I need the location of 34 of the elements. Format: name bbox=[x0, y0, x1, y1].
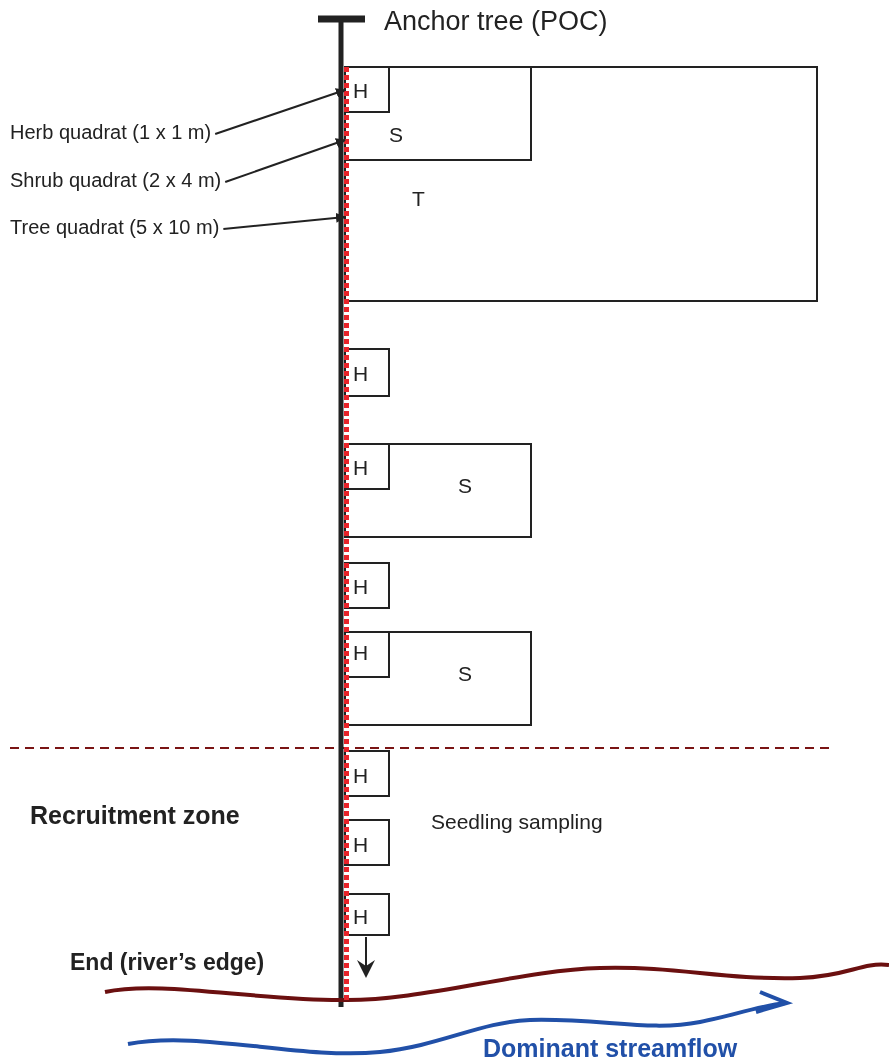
quadrat-letter: H bbox=[353, 765, 369, 786]
streamflow-label: Dominant streamflow bbox=[483, 1036, 738, 1061]
quadrat-letter: H bbox=[353, 80, 369, 101]
quadrat-letter: H bbox=[353, 363, 369, 384]
quadrat-letter: H bbox=[353, 457, 369, 478]
tree-quadrat-box bbox=[344, 66, 818, 302]
quadrat-letter: H bbox=[353, 576, 369, 597]
area-label: Seedling sampling bbox=[431, 811, 603, 832]
quadrat-label: Tree quadrat (5 x 10 m) bbox=[10, 217, 220, 237]
shrub-quadrat-box bbox=[344, 443, 532, 538]
zone-label: Recruitment zone bbox=[30, 803, 240, 828]
herb-quadrat-box bbox=[344, 443, 390, 490]
quadrat-letter: S bbox=[389, 124, 403, 145]
quadrat-letter: H bbox=[353, 834, 369, 855]
quadrat-letter: S bbox=[458, 475, 472, 496]
leader-line bbox=[214, 88, 346, 135]
herb-quadrat-box bbox=[344, 893, 390, 936]
end-label: End (river’s edge) bbox=[70, 951, 265, 974]
quadrat-letter: H bbox=[353, 906, 369, 927]
quadrat-label: Herb quadrat (1 x 1 m) bbox=[10, 122, 212, 142]
quadrat-letter: T bbox=[412, 188, 425, 209]
leader-line bbox=[222, 212, 346, 230]
quadrat-letter: H bbox=[353, 642, 369, 663]
quadrat-label: Shrub quadrat (2 x 4 m) bbox=[10, 170, 222, 190]
shrub-quadrat-box bbox=[344, 66, 532, 161]
herb-quadrat-box bbox=[344, 750, 390, 797]
herb-quadrat-box bbox=[344, 66, 390, 113]
herb-quadrat-box bbox=[344, 562, 390, 609]
herb-quadrat-box bbox=[344, 819, 390, 866]
shrub-quadrat-box bbox=[344, 631, 532, 726]
anchor-label: Anchor tree (POC) bbox=[384, 8, 608, 35]
quadrat-letter: S bbox=[458, 663, 472, 684]
herb-quadrat-box bbox=[344, 348, 390, 397]
leader-line bbox=[224, 138, 346, 183]
